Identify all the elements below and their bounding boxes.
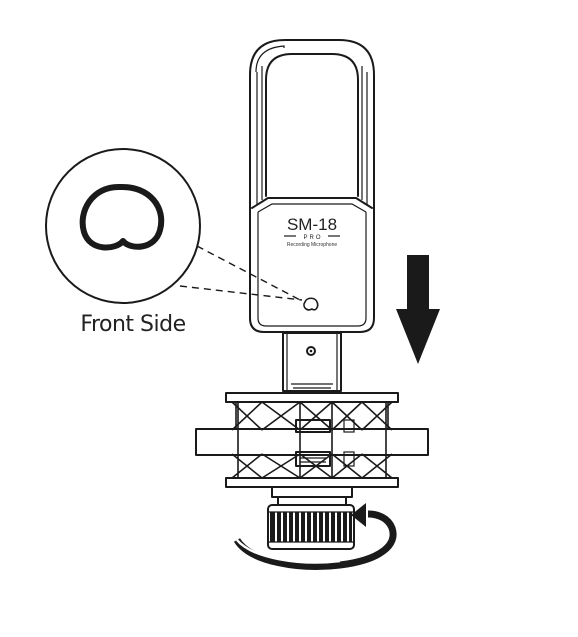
callout-leader-bottom [179,285,303,301]
microphone-body: SM-18 PRO Recording Microphone [249,39,375,333]
edition-label: PRO [303,235,322,241]
callout-leader-top [196,245,303,302]
front-side-callout [45,148,303,304]
model-label: SM-18 [287,215,337,234]
microphone-neck [282,332,342,392]
indicator-light [303,297,319,311]
knurled-nut [267,504,355,550]
description-label: Recording Microphone [287,242,338,248]
front-side-caption: Front Side [80,312,186,337]
cardioid-pattern-icon [79,183,165,251]
curved-rotate-arrow-icon [233,503,397,570]
shock-mount [195,392,429,506]
down-arrow-icon [396,255,440,364]
